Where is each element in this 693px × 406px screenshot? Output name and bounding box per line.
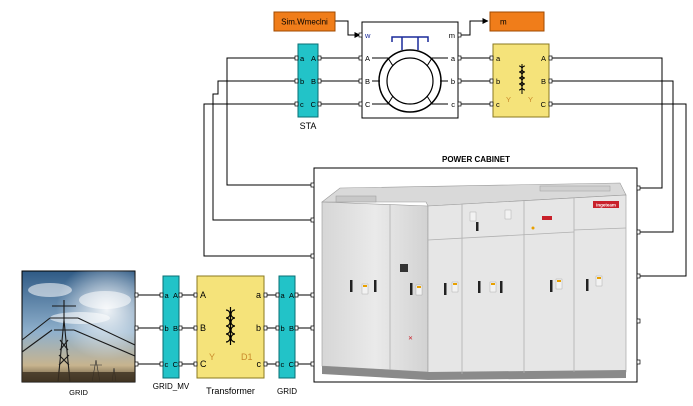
transformer-block[interactable]: A B C a b c Y D1 Transformer (193, 275, 268, 396)
machine-port-w: w (364, 31, 371, 40)
transformer-title: Transformer (206, 386, 255, 396)
machine-port-m: m (449, 31, 455, 40)
induction-machine-icon (372, 36, 448, 113)
sta-port-A: A (311, 54, 316, 63)
wire-m-to-output[interactable] (458, 18, 489, 36)
grid-block-port-A: A (289, 291, 294, 300)
wire-source-to-w[interactable] (335, 20, 361, 38)
top-tx-port-c: c (496, 100, 500, 109)
grid-mv-port-A: A (173, 291, 178, 300)
top-tx-port-b: b (496, 77, 500, 86)
transformer-port-b: b (256, 323, 261, 333)
transformer-port-A: A (200, 290, 206, 300)
top-transformer-block[interactable]: a b c A B C Y Y (489, 43, 553, 118)
x-mark: ✕ (408, 336, 413, 342)
sim-source-block[interactable]: Sim.Wmeclni (273, 11, 336, 32)
machine-port-C: C (365, 100, 371, 109)
machine-block[interactable]: w m A B C a b c (358, 21, 462, 119)
wire-tx-b-cab[interactable] (552, 80, 674, 233)
grid-block-port-a: a (281, 291, 286, 300)
power-cabinet-block[interactable]: POWER CABINET (310, 155, 641, 383)
wire-sta-b-cab[interactable] (212, 80, 311, 221)
sta-port-c: c (300, 100, 304, 109)
top-tx-port-B: B (541, 77, 546, 86)
wire-tx-c-cab[interactable] (552, 103, 687, 277)
sta-port-a: a (300, 54, 305, 63)
grid-block-title: GRID (277, 387, 297, 396)
transformer-winding-icon (518, 64, 526, 94)
power-cabinet-title: POWER CABINET (442, 155, 510, 164)
top-tx-port-A: A (541, 54, 546, 63)
sta-title: STA (300, 121, 317, 131)
transformer-winding-y: Y (209, 352, 215, 362)
top-tx-winding-y1: Y (506, 95, 511, 104)
grid-meas-block[interactable]: a b c A B C GRID (275, 275, 299, 396)
machine-port-a: a (451, 54, 456, 63)
sta-port-b: b (300, 77, 304, 86)
top-tx-winding-y2: Y (528, 95, 533, 104)
sta-block[interactable]: a b c A B C STA (294, 43, 322, 131)
grid-image-block[interactable]: GRID (21, 270, 139, 397)
grid-mv-port-B: B (173, 324, 178, 333)
transformer-winding-icon (225, 307, 236, 345)
transformer-port-B: B (200, 323, 206, 333)
top-tx-port-a: a (496, 54, 501, 63)
m-output-label: m (500, 18, 507, 27)
grid-block-port-b: b (281, 324, 285, 333)
sta-port-C: C (311, 100, 317, 109)
cabinet-illustration: ingeteam (321, 182, 627, 380)
grid-image-title: GRID (69, 388, 88, 397)
wire-sta-c-cab[interactable] (203, 103, 311, 257)
grid-block-port-B: B (289, 324, 294, 333)
grid-mv-port-b: b (165, 324, 169, 333)
sim-source-label: Sim.Wmeclni (281, 18, 328, 27)
grid-mv-title: GRID_MV (153, 382, 190, 391)
top-tx-port-C: C (541, 100, 547, 109)
transformer-port-c: c (257, 359, 262, 369)
wire-tx-a-cab[interactable] (552, 57, 663, 189)
wire-sta-a-cab[interactable] (226, 57, 311, 186)
grid-mv-block[interactable]: a b c A B C GRID_MV (153, 275, 190, 391)
brand-label: ingeteam (596, 203, 616, 208)
grid-mv-port-a: a (165, 291, 170, 300)
grid-mv-port-c: c (165, 360, 169, 369)
grid-block-port-c: c (281, 360, 285, 369)
transformer-port-a: a (256, 290, 261, 300)
pylon-icon (21, 300, 136, 383)
transformer-port-C: C (200, 359, 207, 369)
grid-mv-port-C: C (173, 360, 179, 369)
machine-port-B: B (365, 77, 370, 86)
grid-block-port-C: C (289, 360, 295, 369)
machine-port-b: b (451, 77, 455, 86)
transformer-winding-d1: D1 (241, 352, 253, 362)
brand-plate (593, 201, 619, 208)
sta-port-B: B (311, 77, 316, 86)
machine-port-A: A (365, 54, 370, 63)
display-panel (400, 264, 408, 272)
machine-port-c: c (451, 100, 455, 109)
m-output-block[interactable]: m (489, 11, 545, 32)
